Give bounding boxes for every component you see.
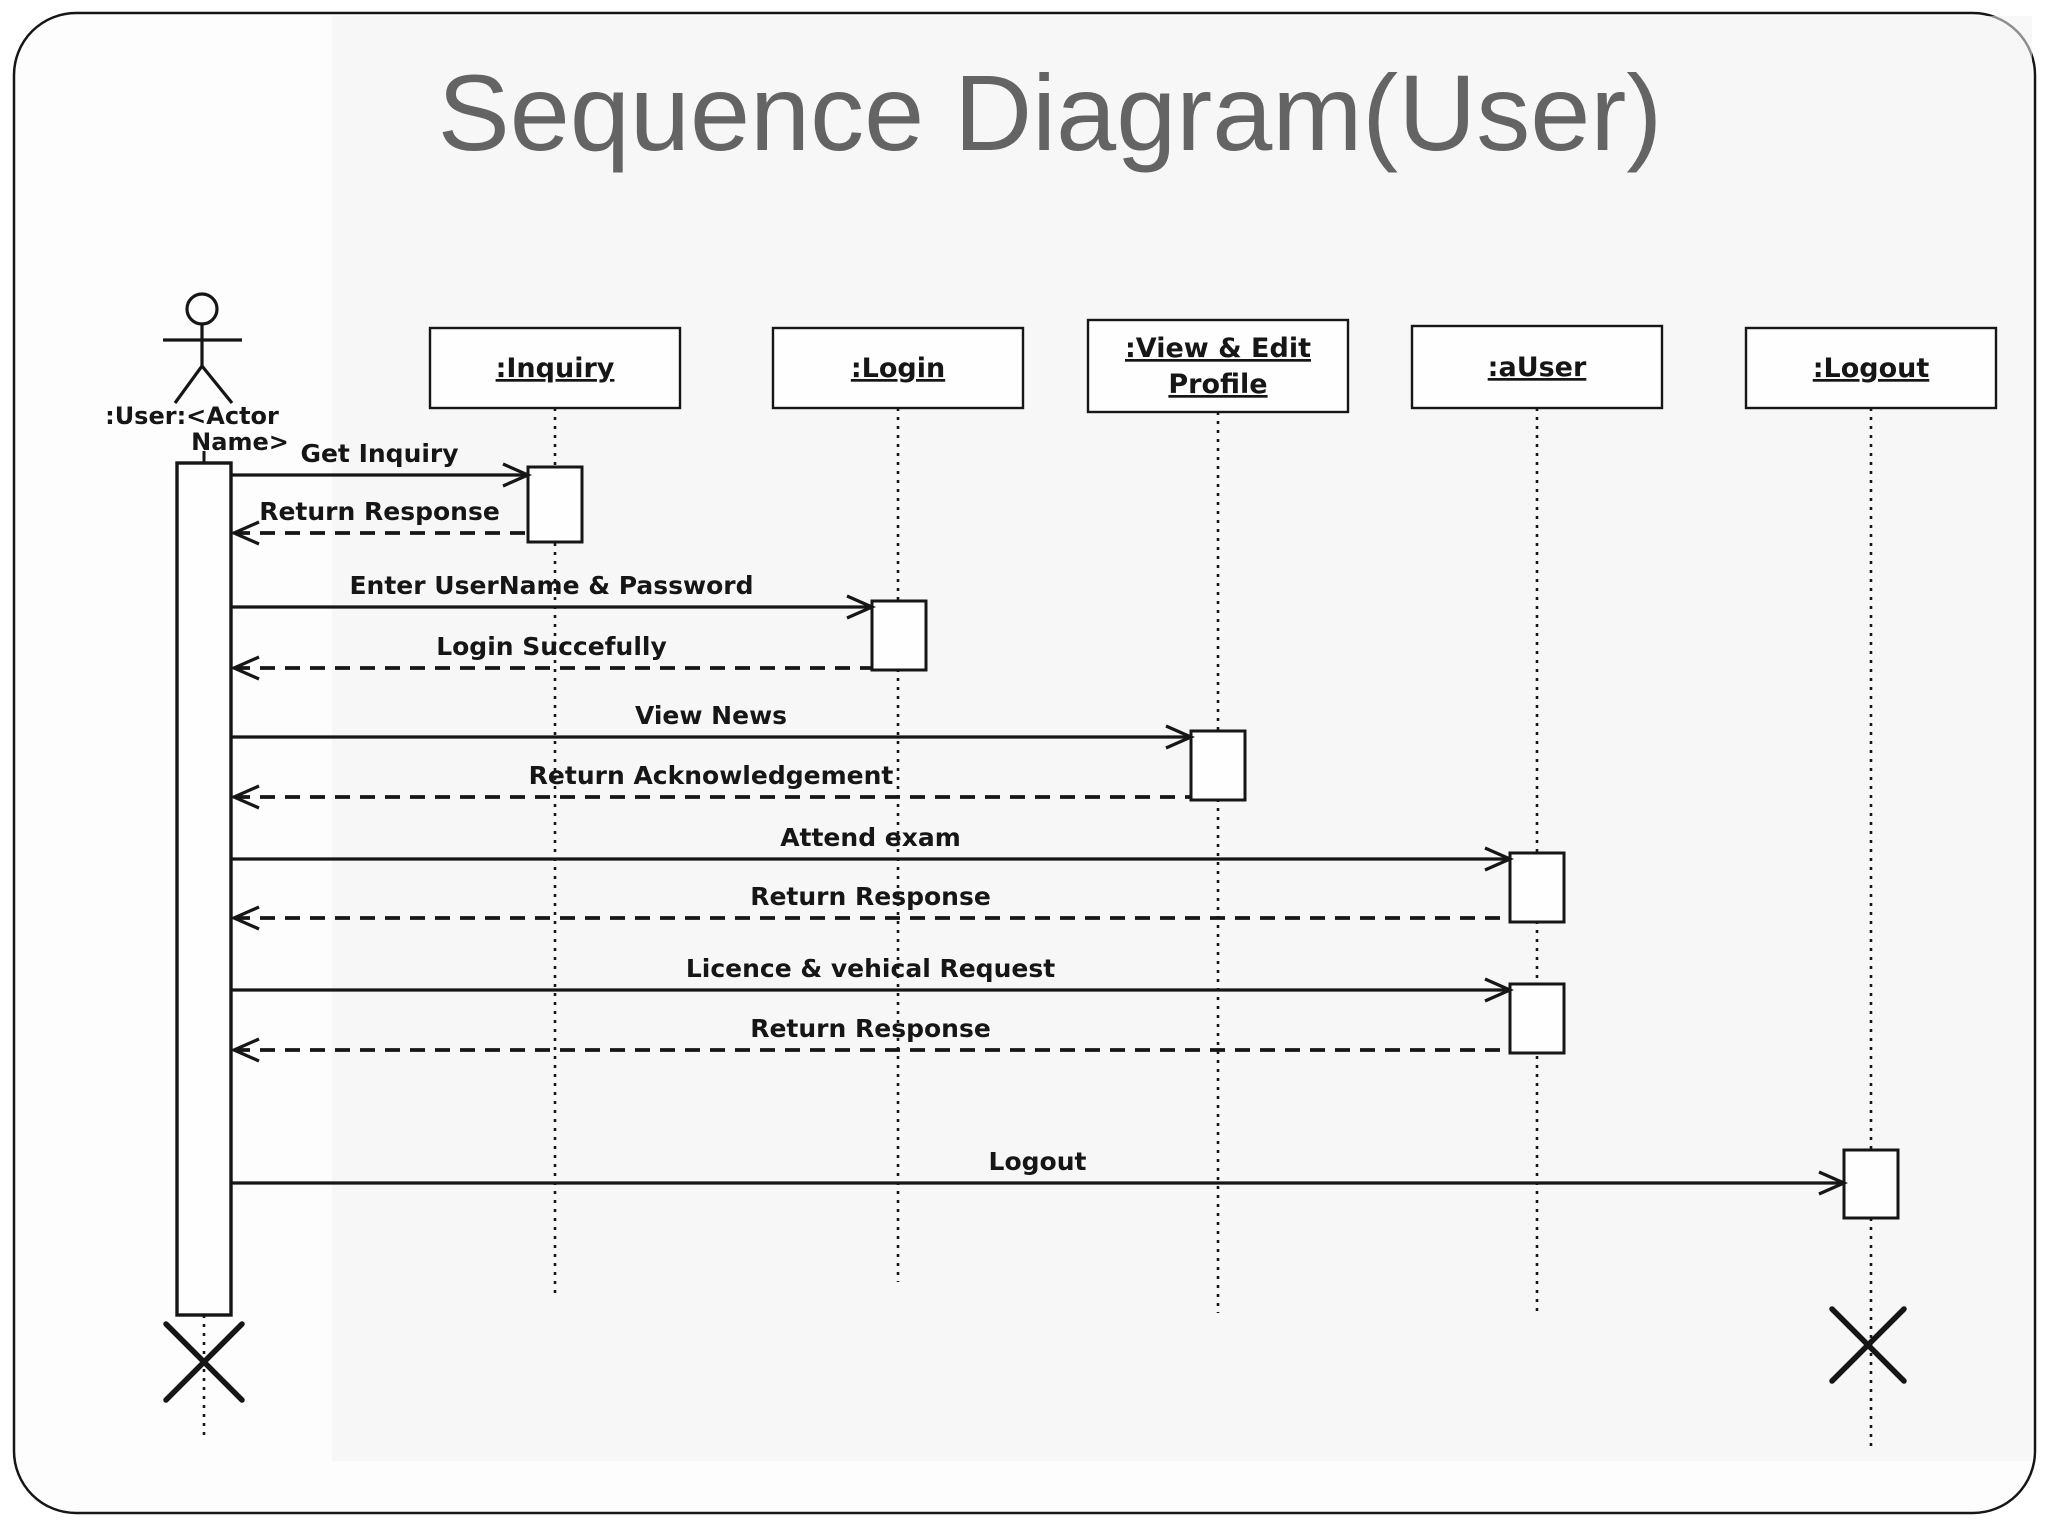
arrowhead-left-icon-return-response [230, 520, 260, 546]
message-label-attend-exam: Attend exam [780, 823, 961, 852]
destroy-x-icon-logout-stroke2 [1829, 1306, 1907, 1384]
slide-background [12, 11, 2037, 1515]
destroy-x-icon-user-stroke2 [163, 1321, 245, 1403]
lifeline-box-inquiry [428, 326, 682, 410]
lifeline-label-viewedit-line1: :View & Edit [1125, 333, 1311, 364]
actor-label-line2: Name> [191, 428, 289, 456]
message-label-get-inquiry: Get Inquiry [300, 439, 458, 468]
arrowhead-left-icon-return-response [230, 905, 260, 931]
actor-leg-right [200, 364, 234, 405]
message-label-return-response: Return Response [259, 497, 500, 526]
message-label-return-response: Return Response [750, 882, 991, 911]
actor-figure-icon [163, 292, 242, 405]
activation-login-2 [870, 599, 928, 672]
lifeline-box-auser [1410, 324, 1664, 410]
message-label-return-acknowledgement: Return Acknowledgement [529, 761, 894, 790]
lifeline-label-auser: :aUser [1488, 352, 1587, 383]
actor-leg-left [173, 365, 204, 404]
message-label-licence-vehical-request: Licence & vehical Request [686, 954, 1055, 983]
arrowhead-right-icon-get-inquiry [502, 462, 532, 488]
arrowhead-right-icon-licence-vehical-request [1484, 977, 1514, 1003]
lifeline-box-logout [1744, 326, 1998, 410]
message-label-login-succefully: Login Succefully [436, 632, 667, 661]
activation-auser-4 [1508, 851, 1566, 924]
arrowhead-left-icon-return-response [230, 1037, 260, 1063]
arrowhead-left-icon-login-succefully [230, 655, 260, 681]
arrowhead-right-icon-attend-exam [1484, 846, 1514, 872]
destroy-x-icon-user [163, 1321, 245, 1403]
actor-label-line1: :User:<Actor [105, 402, 279, 430]
message-label-return-response: Return Response [750, 1014, 991, 1043]
message-label-view-news: View News [635, 701, 787, 730]
page-title: Sequence Diagram(User) [438, 52, 1663, 173]
lifeline-label-inquiry: :Inquiry [496, 353, 615, 384]
lifeline-label-login: :Login [851, 353, 945, 384]
message-label-logout: Logout [989, 1147, 1087, 1176]
actor-activation-bar [175, 461, 233, 1317]
activation-inquiry-1 [526, 465, 584, 544]
arrowhead-right-icon-view-news [1165, 724, 1195, 750]
arrowhead-left-icon-return-acknowledgement [230, 784, 260, 810]
lifeline-label-logout: :Logout [1813, 353, 1930, 384]
activation-logout-6 [1842, 1148, 1900, 1220]
activation-viewedit-3 [1189, 729, 1247, 802]
activation-auser-5 [1508, 982, 1566, 1055]
destroy-x-icon-logout [1829, 1306, 1907, 1384]
arrowhead-right-icon-logout [1818, 1170, 1848, 1196]
lifeline-box-viewedit [1086, 318, 1350, 414]
arrowhead-right-icon-enter-username-password [846, 594, 876, 620]
lifeline-box-login [771, 326, 1025, 410]
message-label-enter-username-password: Enter UserName & Password [349, 571, 753, 600]
lifeline-label-viewedit-line2: Profile [1168, 369, 1267, 400]
